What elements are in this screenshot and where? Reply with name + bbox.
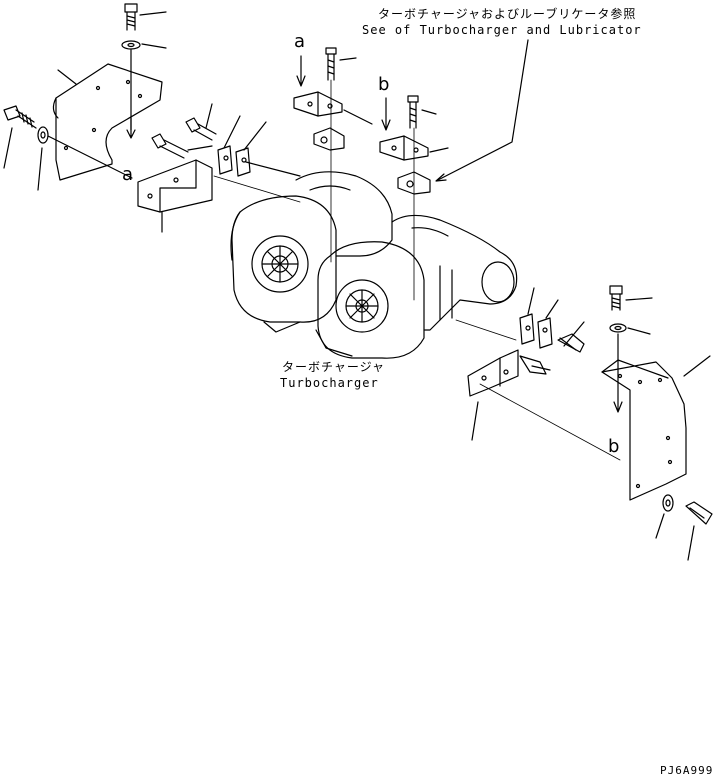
- top-left-bolt: [124, 3, 167, 31]
- right-bracket: [467, 349, 621, 461]
- turbocharger-left: [230, 171, 393, 333]
- right-bolt: [685, 501, 713, 561]
- left-bolt: [3, 105, 37, 169]
- drawing-code: PJ6A999: [660, 764, 714, 777]
- right-clamp-pair: [519, 287, 559, 349]
- left-clamp-pair: [217, 115, 301, 177]
- marker-b-right: b: [608, 436, 619, 457]
- mounting-line-left: [213, 175, 301, 203]
- right-top-bolt: [609, 285, 653, 311]
- right-clamp-bolt: [557, 321, 585, 353]
- reference-note-jp: ターボチャージャおよびルーブリケータ参照: [378, 7, 637, 21]
- mounting-line-right: [455, 319, 517, 341]
- top-clamp-b: [379, 95, 449, 301]
- left-bracket: [137, 159, 213, 233]
- right-top-washer: [609, 323, 651, 335]
- marker-b-top: b: [378, 74, 389, 95]
- left-clamp-bolt: [151, 133, 213, 159]
- right-plate: [601, 333, 711, 501]
- top-clamp-a: [293, 47, 373, 263]
- turbocharger-label-en: Turbocharger: [280, 376, 379, 390]
- reference-leader: [437, 39, 529, 181]
- arrow-b-top: [381, 97, 391, 131]
- turbocharger-right: [315, 214, 518, 359]
- right-washer: [655, 494, 674, 539]
- left-washer: [37, 126, 133, 191]
- marker-a-top: a: [294, 31, 305, 52]
- left-upper-plate: [52, 49, 163, 181]
- left-clamp-bolt-2: [185, 103, 217, 141]
- reference-note-en: See of Turbocharger and Lubricator: [362, 23, 642, 37]
- right-bracket-bolt: [519, 355, 551, 375]
- marker-a-left: a: [122, 164, 133, 185]
- turbocharger-label-jp: ターボチャージャ: [282, 360, 386, 374]
- top-left-washer: [121, 40, 167, 50]
- arrow-a-top: [296, 55, 306, 87]
